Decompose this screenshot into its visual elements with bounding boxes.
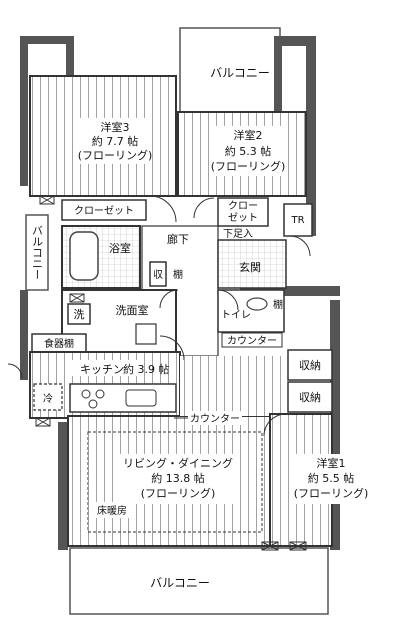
svg-text:(フローリング): (フローリング): [294, 486, 369, 500]
svg-text:洋室1: 洋室1: [317, 456, 346, 470]
door-swings: [7, 195, 311, 437]
svg-text:棚: 棚: [173, 268, 183, 281]
svg-text:浴室: 浴室: [109, 241, 131, 255]
svg-text:約 3.9 帖: 約 3.9 帖: [123, 362, 170, 376]
toilet-counter: カウンター: [221, 332, 283, 348]
svg-text:(フローリング): (フローリング): [78, 148, 153, 162]
svg-text:洋室3: 洋室3: [101, 120, 130, 134]
svg-text:収納: 収納: [299, 391, 321, 404]
kitchen: キッチン 約 3.9 帖 冷: [29, 351, 181, 419]
svg-text:収納: 収納: [299, 359, 321, 372]
room-western-3: 洋室3 約 7.7 帖 (フローリング): [29, 75, 177, 197]
bathroom: 浴室: [61, 225, 141, 289]
svg-text:ゼット: ゼット: [228, 212, 258, 224]
svg-text:約 5.5 帖: 約 5.5 帖: [308, 471, 355, 485]
balcony-left: バルコニー: [25, 214, 49, 291]
svg-text:約 5.3 帖: 約 5.3 帖: [225, 144, 272, 158]
svg-text:収: 収: [153, 269, 163, 281]
svg-text:約 7.7 帖: 約 7.7 帖: [92, 134, 139, 148]
svg-text:キッチン: キッチン: [80, 363, 124, 376]
balcony-top: バルコニー: [179, 27, 281, 113]
room-western-1: 洋室1 約 5.5 帖 (フローリング): [269, 413, 369, 547]
svg-text:(フローリング): (フローリング): [141, 486, 216, 500]
living-dining: リビング・ダイニング 約 13.8 帖 (フローリング) 床暖房: [67, 356, 284, 547]
toilet: トイレ 棚: [217, 289, 285, 333]
svg-text:廊下: 廊下: [167, 232, 189, 246]
svg-text:リビング・ダイニング: リビング・ダイニング: [123, 456, 233, 470]
entrance: 玄関: [217, 239, 287, 289]
closet-western-2: クロー ゼット: [217, 197, 269, 227]
svg-text:バルコニー: バルコニー: [150, 576, 210, 590]
svg-text:バルコニー: バルコニー: [31, 225, 44, 280]
storage-2: 収納: [287, 381, 333, 413]
storage-1: 収納: [287, 349, 333, 381]
svg-text:洗: 洗: [74, 308, 85, 321]
svg-text:(フローリング): (フローリング): [211, 159, 286, 173]
svg-text:クローゼット: クローゼット: [74, 205, 134, 217]
svg-text:洋室2: 洋室2: [234, 128, 263, 142]
svg-text:トイレ: トイレ: [221, 310, 251, 321]
svg-text:玄関: 玄関: [239, 260, 261, 274]
svg-text:バルコニー: バルコニー: [210, 66, 270, 80]
hallway-shelf: 棚: [173, 268, 183, 281]
svg-text:約 13.8 帖: 約 13.8 帖: [151, 471, 205, 485]
shoe-storage: 下足入: [223, 228, 253, 240]
svg-text:カウンター: カウンター: [227, 335, 277, 347]
svg-text:洗面室: 洗面室: [116, 303, 149, 317]
svg-text:棚: 棚: [273, 298, 283, 311]
balcony-bottom: バルコニー: [69, 547, 329, 615]
svg-text:TR: TR: [290, 215, 304, 226]
kitchen-counter-label: カウンター: [174, 411, 242, 425]
svg-text:冷: 冷: [43, 392, 53, 405]
exterior-walls: [20, 36, 340, 550]
svg-text:床暖房: 床暖房: [97, 504, 127, 517]
svg-text:カウンター: カウンター: [190, 413, 240, 425]
svg-text:下足入: 下足入: [223, 228, 253, 240]
storage-small: 収: [149, 261, 167, 287]
window-marks: [35, 195, 307, 551]
pantry-cabinet: 食器棚: [31, 333, 87, 353]
svg-text:クロー: クロー: [228, 200, 258, 212]
closet-western-3: クローゼット: [61, 199, 147, 221]
room-western-2: 洋室2 約 5.3 帖 (フローリング): [177, 111, 307, 197]
trunk-room: TR: [283, 203, 313, 237]
svg-text:食器棚: 食器棚: [44, 337, 74, 350]
